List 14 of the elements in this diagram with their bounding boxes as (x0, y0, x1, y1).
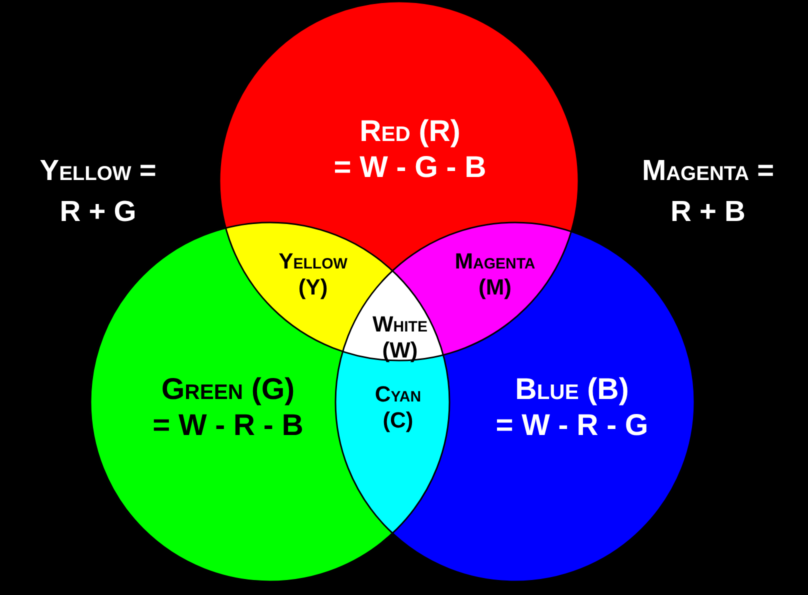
mix-label: Yellow (Y) (278, 248, 348, 302)
formula-text: Magenta = (642, 155, 774, 188)
color-label: Blue (B) (514, 372, 630, 408)
mix-label: Cyan (C) (374, 382, 422, 434)
color-label: = W - G - B (334, 150, 486, 186)
mix-label: White (W) (372, 312, 428, 364)
formula-text: R + G (60, 196, 136, 229)
color-label: Red (R) (358, 114, 462, 150)
formula-text: Yellow = (40, 155, 156, 188)
color-label: Green (G) (160, 372, 296, 408)
color-label: = W - R - G (496, 408, 648, 444)
mix-label: Magenta (M) (454, 248, 536, 302)
color-label: = W - R - B (152, 408, 304, 444)
formula-text: R + B (670, 196, 746, 229)
